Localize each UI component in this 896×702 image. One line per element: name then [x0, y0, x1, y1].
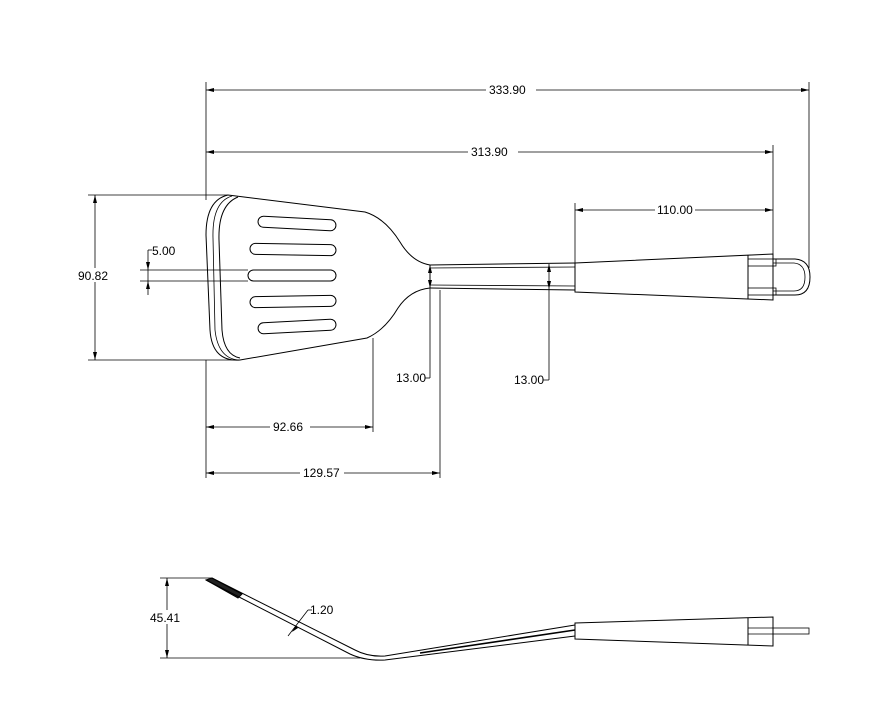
- blade-tip: [204, 577, 243, 599]
- spatula-head-rim: [218, 196, 241, 359]
- hanging-loop: [773, 258, 811, 296]
- dim-neck-width-right: 13.00: [514, 373, 544, 387]
- blade-profile-top: [211, 577, 576, 657]
- dim-overall-length: 333.90: [489, 83, 526, 97]
- handle-outline: [574, 253, 774, 301]
- dim-slot-width: 5.00: [152, 244, 176, 258]
- dim-head-width: 90.82: [78, 269, 108, 283]
- dim-head-to-neck: 129.57: [303, 466, 340, 480]
- side-handle: [574, 616, 774, 647]
- dim-head-length: 92.66: [273, 420, 303, 434]
- dim-thickness: 1.20: [310, 603, 334, 617]
- slot-4: [249, 294, 337, 309]
- blade-profile-mid: [419, 629, 576, 654]
- side-view: 45.41 1.20: [150, 577, 810, 661]
- spatula-head-outline: [205, 194, 431, 361]
- slot-1: [257, 215, 337, 232]
- dim-handle-length: 110.00: [657, 203, 693, 217]
- slot-2: [249, 242, 337, 257]
- top-view: 333.90 313.90 110.00 90.82 5.00: [78, 82, 811, 480]
- shaft-inner-bottom: [429, 284, 576, 287]
- dim-length-to-loop: 313.90: [471, 145, 508, 159]
- shaft-top: [429, 262, 576, 266]
- shaft-bottom: [429, 287, 576, 291]
- handle-slot-bottom: [747, 287, 777, 296]
- spatula-head-rim-outer: [212, 195, 239, 361]
- hanging-loop-inner: [773, 262, 806, 292]
- dim-neck-width-left: 13.00: [396, 371, 426, 385]
- shaft-inner-top: [429, 266, 576, 269]
- blade-profile-bottom: [205, 579, 576, 661]
- side-loop: [772, 627, 810, 635]
- dim-side-height: 45.41: [150, 611, 180, 625]
- slot-3: [247, 269, 337, 282]
- slot-5: [257, 318, 337, 335]
- handle-slot-top: [747, 258, 777, 267]
- slots: [247, 215, 337, 335]
